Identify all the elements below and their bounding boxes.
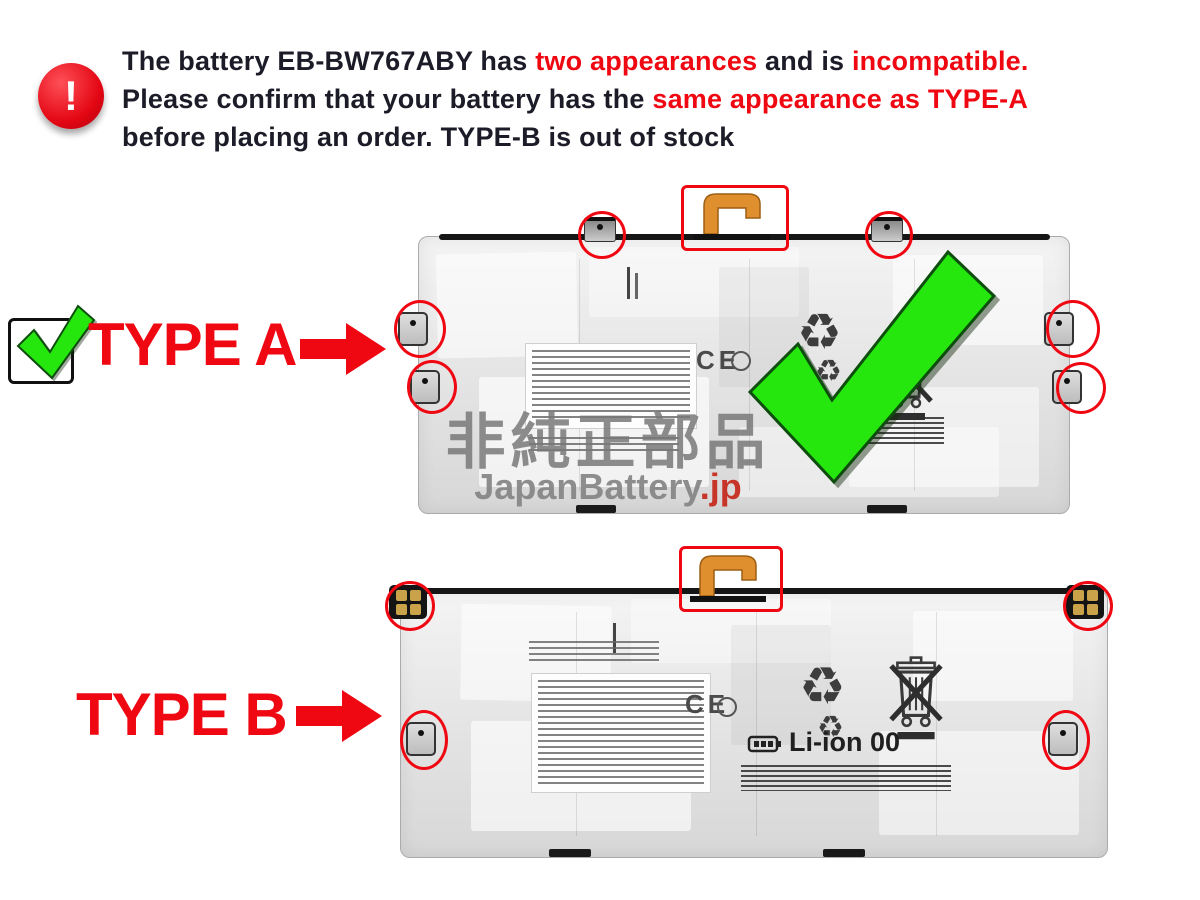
chemistry-label: Li-ion 00 (789, 727, 901, 757)
watermark-brand-name: JapanBattery (474, 466, 700, 507)
tape-patch (589, 247, 799, 317)
warning-line-2: Please confirm that your battery has the… (122, 80, 1192, 118)
watermark-brand-tld: .jp (699, 466, 742, 507)
battery-b-top-rim (422, 588, 1086, 594)
highlight-ring (394, 300, 446, 358)
type-b-label: TYPE B (76, 681, 288, 748)
bottom-tab (867, 505, 907, 513)
certification-dot-icon (731, 351, 751, 371)
cell-seam (936, 612, 937, 836)
rivet-mark (613, 623, 616, 653)
highlight-ring (1056, 362, 1106, 414)
warning-line1-black2: and is (757, 46, 852, 76)
type-a-label: TYPE A (88, 311, 297, 378)
cell-seam (749, 259, 750, 491)
label-text-lines (529, 641, 659, 661)
type-b-arrow-icon (296, 690, 382, 742)
warning-line1-black1: The battery EB-BW767ABY has (122, 46, 536, 76)
spec-label (531, 673, 711, 793)
highlight-ring (385, 581, 435, 631)
weee-crossed-bin-icon (889, 656, 943, 740)
watermark-cjk: 非純正部品 (445, 409, 771, 476)
highlight-ring (1063, 581, 1113, 631)
flex-cable-icon (694, 193, 770, 240)
tape-patch (731, 625, 831, 745)
highlight-ring (865, 211, 913, 259)
type-a-check-icon (16, 304, 96, 380)
battery-b-photo: CE ♻ ♻ Li-ion 00 (400, 588, 1108, 858)
warning-line3-black1: before placing an order. TYPE-B is out o… (122, 122, 735, 152)
warning-icon: ! (38, 63, 104, 129)
warning-line1-red2: incompatible. (851, 46, 1029, 76)
highlight-ring (578, 211, 626, 259)
spec-label (525, 343, 697, 429)
recycle-icon: ♻ (799, 658, 846, 716)
green-check-icon (747, 249, 997, 485)
battery-pictogram-icon (747, 735, 781, 753)
flex-cable-icon (690, 555, 766, 602)
warning-line-1: The battery EB-BW767ABY has two appearan… (122, 42, 1192, 80)
label-text-lines (741, 765, 951, 791)
rivet-mark (635, 273, 638, 299)
connector-highlight-box (681, 185, 789, 251)
highlight-ring (1042, 710, 1090, 770)
warning-line2-red1: same appearance as TYPE-A (652, 84, 1029, 114)
rivet-mark (627, 267, 630, 299)
bottom-tab (549, 849, 591, 857)
type-a-arrow-icon (300, 323, 386, 375)
highlight-ring (407, 360, 457, 414)
tape-patch (913, 611, 1073, 701)
label-text-lines (532, 350, 690, 422)
warning-line1-red1: two appearances (535, 46, 758, 76)
ce-mark: CE (696, 345, 741, 375)
certification-dot-icon (717, 697, 737, 717)
warning-text-block: The battery EB-BW767ABY has two appearan… (122, 42, 1192, 156)
warning-icon-glyph: ! (64, 72, 78, 119)
bottom-tab (823, 849, 865, 857)
bottom-tab (576, 505, 616, 513)
label-text-lines (538, 680, 704, 786)
connector-highlight-box (679, 546, 783, 612)
watermark-brand: JapanBattery.jp (408, 466, 808, 508)
label-text-lines (529, 437, 679, 453)
recycle-icon: ♻ (817, 711, 844, 744)
warning-line-3: before placing an order. TYPE-B is out o… (122, 118, 1192, 156)
highlight-ring (1046, 300, 1100, 358)
highlight-ring (400, 710, 448, 770)
cell-seam (756, 612, 757, 836)
warning-line2-black1: Please confirm that your battery has the (122, 84, 653, 114)
recycle-icon: ♻ (797, 304, 842, 360)
